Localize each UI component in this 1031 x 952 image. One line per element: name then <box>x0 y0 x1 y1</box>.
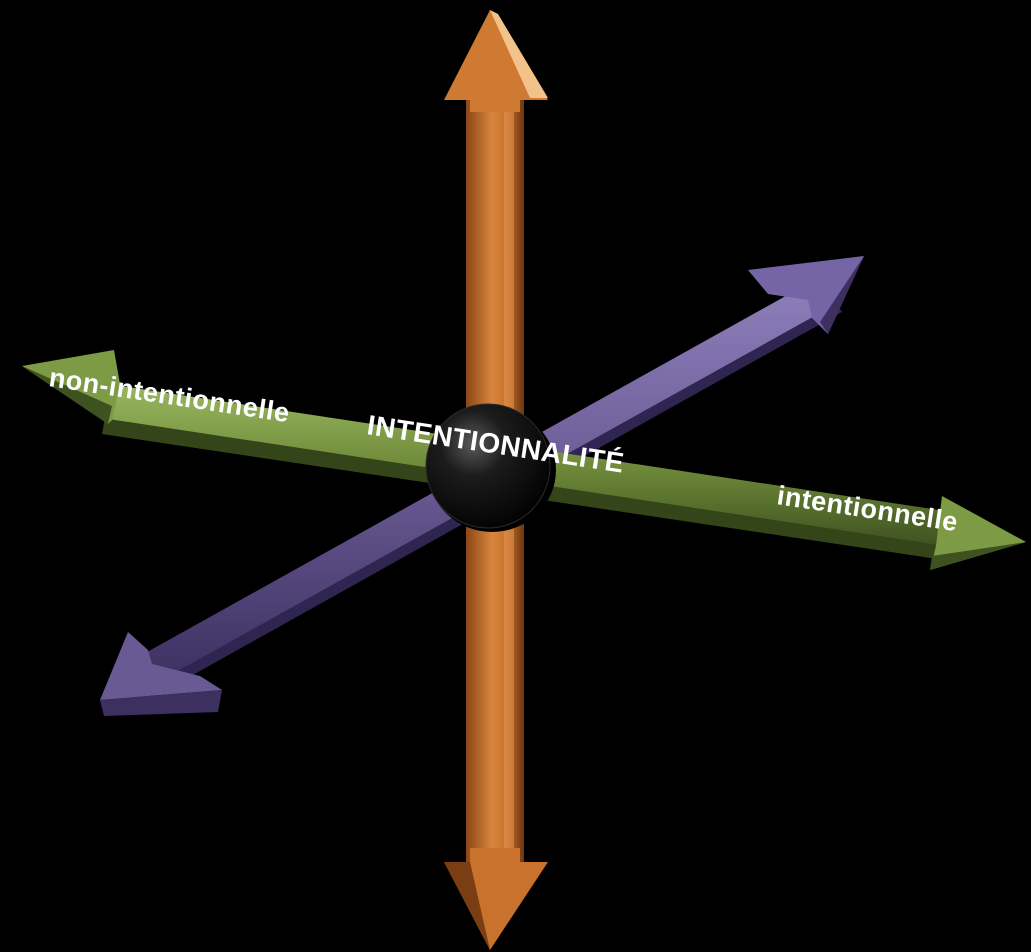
black-sphere-icon <box>425 403 551 529</box>
center-hub <box>425 403 556 532</box>
diagonal-axis-head-top-shade <box>820 256 864 334</box>
horizontal-axis-head-left-shade <box>22 366 112 424</box>
diagonal-axis-head-bottom-shade <box>100 690 222 716</box>
vertical-axis-head-bottom-shade <box>444 862 490 950</box>
horizontal-axis-head-right <box>930 496 1026 570</box>
horizontal-axis-head-right-shade <box>930 542 1026 570</box>
vertical-axis-head-top <box>444 10 548 112</box>
vertical-axis-head-top-highlight <box>490 10 548 98</box>
diagonal-axis-head-bottom <box>100 632 222 700</box>
